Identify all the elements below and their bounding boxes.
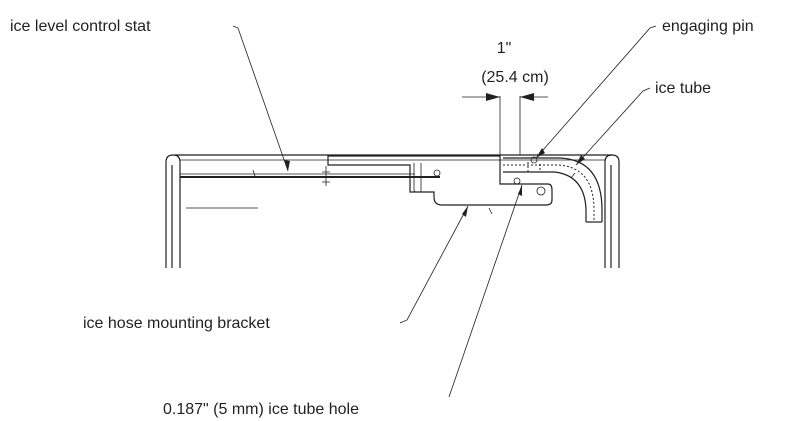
label-engaging-pin: engaging pin [662,18,754,35]
ice-tube-hole [536,186,546,196]
right-wall [604,154,620,268]
ice-level-control-stat-rod [180,163,441,193]
ice-hose-mounting-bracket-shape [327,155,553,215]
label-dimension-inch: 1" [497,40,512,57]
label-ice-hose-mounting-bracket: ice hose mounting bracket [83,315,270,332]
dimension-1-inch [462,93,548,155]
label-dimension-metric: (25.4 cm) [481,69,549,86]
left-wall [165,154,258,268]
bracket-screw-hole [513,177,521,185]
engaging-pin [527,156,541,173]
label-ice-level-control-stat: ice level control stat [10,18,151,35]
ice-tube-shape [503,157,603,223]
label-ice-tube: ice tube [655,80,711,97]
leader-lines [232,25,657,398]
label-ice-tube-hole: 0.187" (5 mm) ice tube hole [163,401,359,418]
